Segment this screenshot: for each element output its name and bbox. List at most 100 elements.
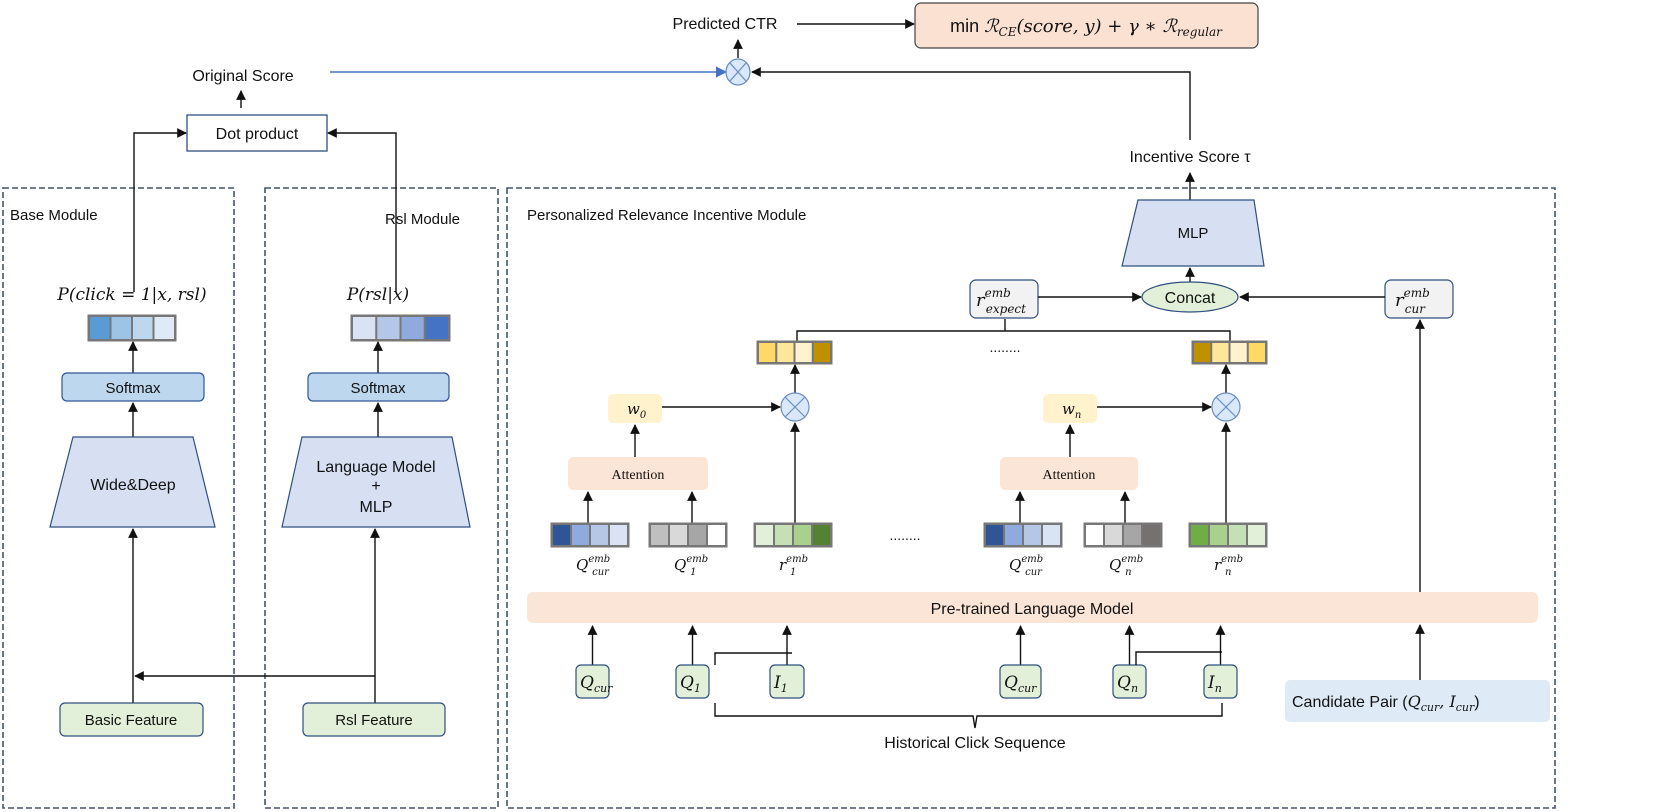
input-token-box (675, 664, 710, 699)
attention-label-n: Attention (1043, 468, 1096, 483)
prim-mlp-label: MLP (1178, 225, 1209, 242)
embedding-vector-cell (1005, 525, 1022, 545)
weighted-vector-n (1191, 340, 1268, 365)
embedding-vector-cell (794, 525, 811, 545)
input-token-box (1203, 664, 1238, 699)
weighted-vector-1-cell (795, 343, 812, 362)
embedding-vector-cell (572, 525, 589, 545)
embedding-vector-cell (1124, 525, 1141, 545)
input-token-label: I1 (773, 673, 788, 695)
loss-formula: min ℛCE(score, y) + γ ∗ ℛregular (950, 16, 1223, 39)
wide-deep-block (49, 436, 216, 528)
embedding-vector-cell (1086, 525, 1103, 545)
multiply-node-1 (780, 392, 810, 422)
input-token-box (769, 664, 805, 699)
input-token-label: Qcur (1004, 673, 1037, 695)
embedding-vector-cell (1229, 525, 1246, 545)
candidate-pair-box (1285, 680, 1550, 722)
attention-box-1 (568, 457, 708, 490)
arrow (751, 67, 1191, 140)
embedding-vector-cell (986, 525, 1003, 545)
basic-feature-box (59, 702, 204, 737)
embedding-vector-cell (1248, 525, 1265, 545)
wide-deep-label: Wide&Deep (90, 477, 175, 494)
rsl-output-vector-cell (353, 317, 376, 339)
input-token-label: Qn (1117, 673, 1138, 695)
weighted-vector-1-cell (759, 343, 776, 362)
history-brace (714, 703, 1223, 729)
r-cur-box (1384, 279, 1454, 319)
weighted-vector-n-cell (1194, 343, 1211, 362)
embedding-vector-cell (553, 525, 570, 545)
weighted-vector-1 (756, 340, 833, 365)
embedding-vector-cell (1191, 525, 1208, 545)
basic-feature-label: Basic Feature (85, 712, 178, 729)
embedding-vector-cell (756, 525, 773, 545)
pretrained-lm-bar (527, 592, 1538, 623)
prim-mlp-block (1121, 199, 1265, 267)
input-token-label: Q1 (680, 673, 701, 695)
rsl-softmax-label: Softmax (350, 380, 406, 397)
language-model-plus: + (371, 478, 380, 495)
loss-box (914, 2, 1259, 49)
input-token-box (1112, 664, 1147, 699)
concat-label: Concat (1165, 290, 1216, 307)
attention-label-1: Attention (612, 468, 665, 483)
weighted-vector-n-cell (1230, 343, 1247, 362)
rsl-feature-label: Rsl Feature (335, 712, 413, 729)
language-model-mlp-label: MLP (360, 499, 393, 516)
base-output-vector-cell (154, 317, 174, 339)
pretrained-lm-label: Pre-trained Language Model (931, 601, 1134, 618)
rsl-output-vector-cell (401, 317, 424, 339)
base-module-title: Base Module (10, 207, 98, 224)
rsl-module-title: Rsl Module (385, 211, 460, 228)
pair-connector-n (1135, 651, 1222, 665)
arrow (133, 128, 187, 292)
incentive-score-label: Incentive Score τ (1129, 149, 1251, 166)
arrow (327, 128, 397, 292)
weighted-vector-n-cell (1248, 343, 1265, 362)
r-expect-box (969, 279, 1039, 319)
base-output-label: P(click = 1|x, rsl) (56, 285, 206, 305)
base-softmax-box (61, 372, 205, 402)
weight-w0-box (608, 394, 662, 423)
embedding-vector-cell (813, 525, 830, 545)
embedding-vector-cell (1105, 525, 1122, 545)
embedding-vector-cell (1043, 525, 1060, 545)
rsl-output-vector-cell (425, 317, 448, 339)
base-output-vector (87, 314, 177, 342)
embedding-vector-cell (689, 525, 706, 545)
multiply-node-n (1211, 392, 1241, 422)
multiply-node-top (725, 58, 751, 86)
input-token-label: Qcur (580, 673, 613, 695)
base-softmax-label: Softmax (105, 380, 161, 397)
input-token-box (575, 664, 610, 699)
embedding-vector-cell (591, 525, 608, 545)
embedding-vector-cell (1024, 525, 1041, 545)
language-model-label: Language Model (316, 459, 435, 476)
prim-module-title: Personalized Relevance Incentive Module (527, 207, 806, 224)
base-output-vector-cell (111, 317, 131, 339)
weighted-ellipsis: ........ (989, 339, 1020, 355)
embedding-vector-cell (708, 525, 725, 545)
embedding-vector-cell (610, 525, 627, 545)
weight-wn-box (1043, 394, 1097, 423)
base-module-box (2, 187, 235, 809)
weighted-vector-1-cell (813, 343, 830, 362)
rsl-output-label: P(rsl|x) (346, 285, 409, 305)
input-token-box (999, 664, 1042, 699)
base-output-vector-cell (133, 317, 153, 339)
predicted-ctr-label: Predicted CTR (673, 16, 778, 33)
rsl-module-box (264, 187, 499, 809)
input-token-label: In (1207, 673, 1222, 695)
original-score-label: Original Score (192, 68, 293, 85)
embedding-vector-cell (670, 525, 687, 545)
